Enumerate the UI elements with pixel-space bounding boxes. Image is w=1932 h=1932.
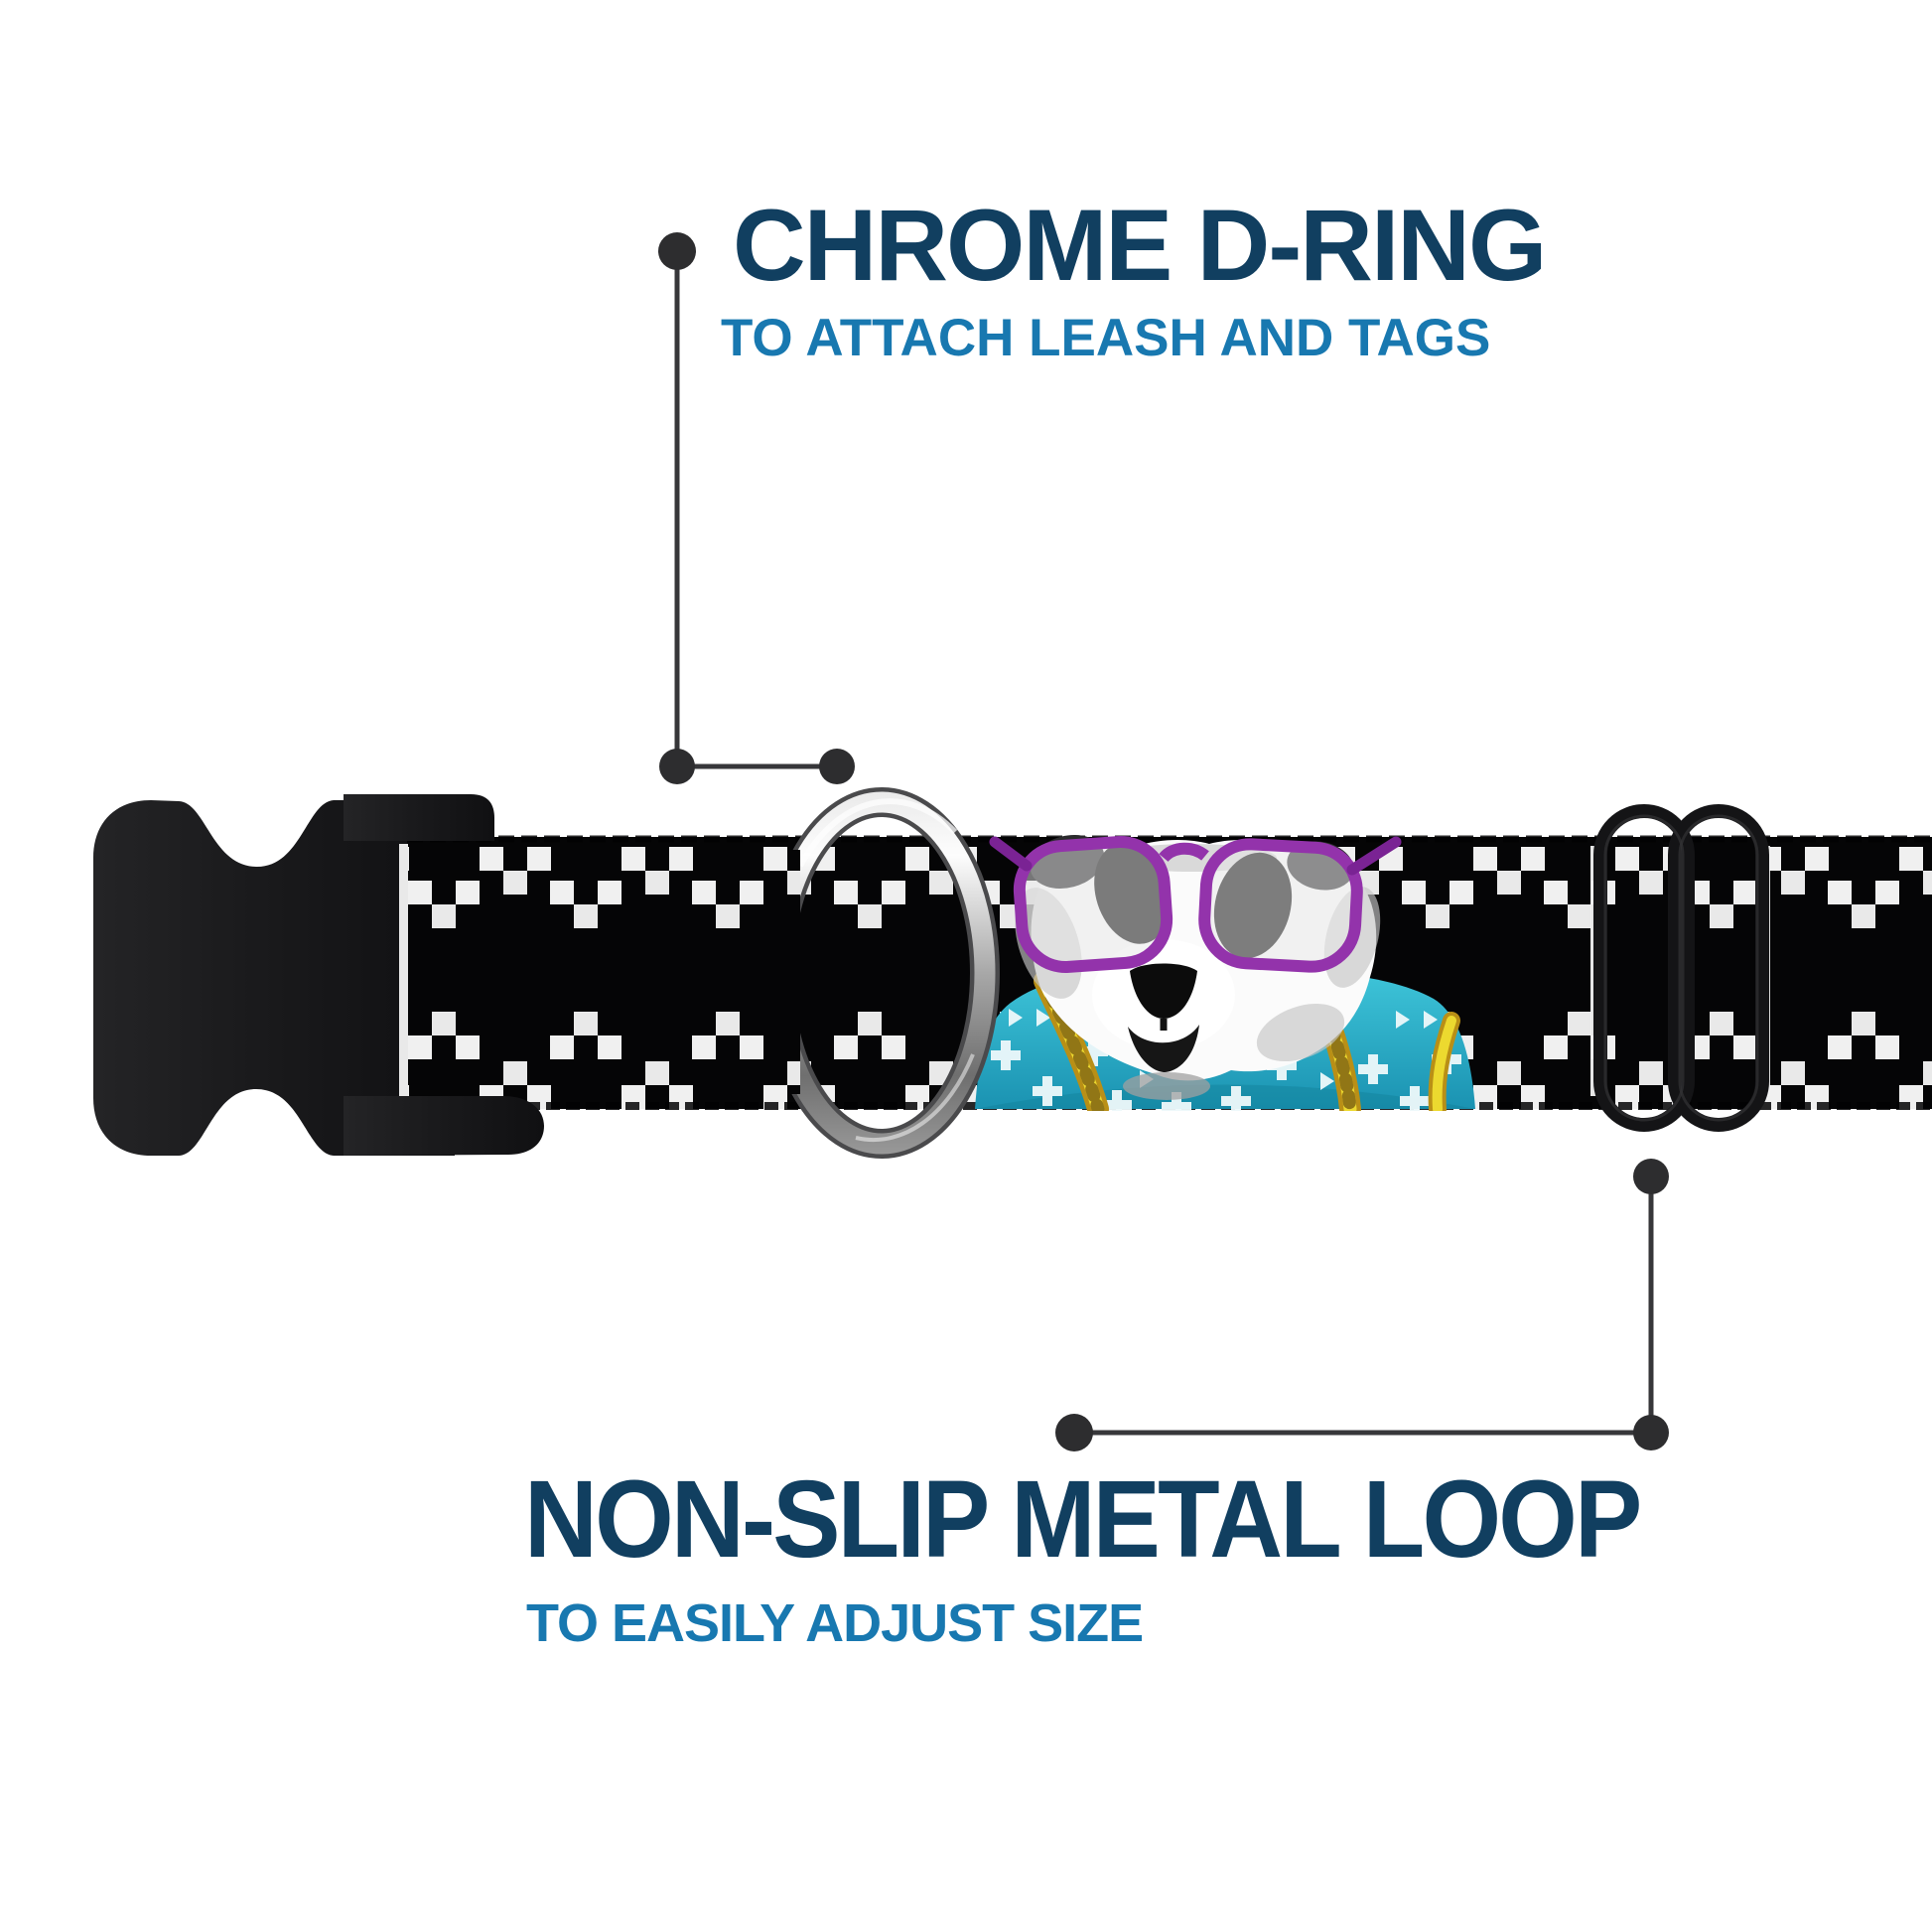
metal-loop — [1593, 804, 1769, 1132]
panda-mouth — [1128, 1025, 1199, 1072]
d-ring — [763, 787, 1000, 1159]
dring-subtitle: TO ATTACH LEASH AND TAGS — [721, 309, 1491, 367]
callout-dot — [819, 749, 855, 784]
buckle — [93, 800, 455, 1156]
loop-callout — [1055, 1159, 1669, 1451]
panda-glasses — [989, 836, 1402, 973]
metal-loop-title: NON-SLIP METAL LOOP — [524, 1458, 1642, 1581]
panda-nose — [1130, 963, 1197, 1019]
callout-dot — [1633, 1415, 1669, 1450]
panda-graphic — [975, 835, 1475, 1111]
buckle-arm-top — [344, 794, 494, 841]
dring-title: CHROME D-RING — [733, 189, 1547, 302]
dring-callout — [658, 232, 855, 784]
callout-dot — [658, 232, 696, 270]
callout-dot — [659, 749, 695, 784]
callout-dot — [1633, 1159, 1669, 1194]
metal-loop-subtitle: TO EASILY ADJUST SIZE — [526, 1593, 1144, 1653]
buckle-arm-bottom — [344, 1096, 544, 1156]
callout-dot — [1055, 1414, 1093, 1451]
